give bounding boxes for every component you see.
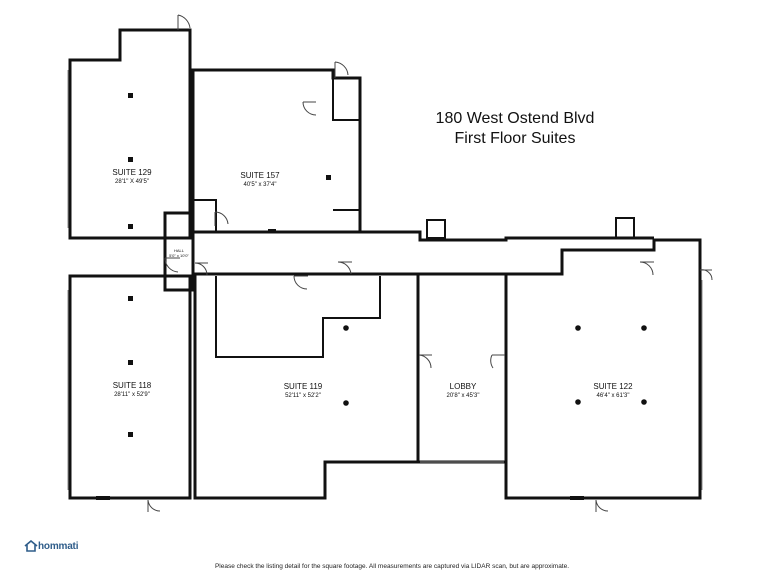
suite-118-walls <box>68 274 192 500</box>
room-name: LOBBY <box>449 382 477 391</box>
house-logo-icon <box>24 540 38 552</box>
corridor-wall <box>360 230 654 242</box>
room-name: SUITE 157 <box>240 171 280 180</box>
suite-119-inner-room <box>215 276 381 358</box>
room-dims: 28'11" x 52'9" <box>114 392 150 398</box>
column-markers <box>96 93 647 500</box>
disclaimer-text: Please check the listing detail for the … <box>214 563 570 570</box>
room-dims: 28'1" X 49'5" <box>115 179 149 185</box>
room-name: SUITE 129 <box>112 168 152 177</box>
room-name: SUITE 118 <box>112 381 152 390</box>
brand-logo: hommati <box>24 540 78 552</box>
room-label-hall: HALL 5'0" x 10'0" <box>168 248 190 258</box>
room-dims: 5'0" x 10'0" <box>169 253 189 258</box>
closet-157-small <box>193 199 217 232</box>
closet-157 <box>332 78 360 121</box>
room-name: HALL <box>173 248 184 253</box>
room-label-suite-157: SUITE 157 40'5" x 37'4" <box>200 171 320 189</box>
building-title: 180 West Ostend Blvd <box>435 110 595 127</box>
hall-walls <box>163 211 195 292</box>
floor-subtitle: First Floor Suites <box>454 130 576 147</box>
suite-122-walls <box>504 238 702 500</box>
room-dims: 40'5" x 37'4" <box>243 182 277 188</box>
room-label-suite-118: SUITE 118 28'11" x 52'9" <box>72 381 192 399</box>
shaft-box-left <box>426 219 446 239</box>
room-label-suite-119: SUITE 119 52'11" x 52'2" <box>243 382 363 400</box>
room-name: SUITE 122 <box>593 382 633 391</box>
room-dims: 46'4" x 61'3" <box>596 393 630 399</box>
suite-129-walls <box>68 28 192 240</box>
room-label-suite-129: SUITE 129 28'1" X 49'5" <box>72 168 192 186</box>
room-label-lobby: LOBBY 20'8" x 45'3" <box>403 382 523 400</box>
brand-name: hommati <box>38 541 79 552</box>
room-dims: 52'11" x 52'2" <box>285 393 321 399</box>
room-name: SUITE 119 <box>283 382 323 391</box>
shaft-box-right <box>615 217 635 239</box>
room-label-suite-122: SUITE 122 46'4" x 61'3" <box>553 382 673 400</box>
suite-157-walls <box>191 68 362 234</box>
room-dims: 20'8" x 45'3" <box>446 393 480 399</box>
